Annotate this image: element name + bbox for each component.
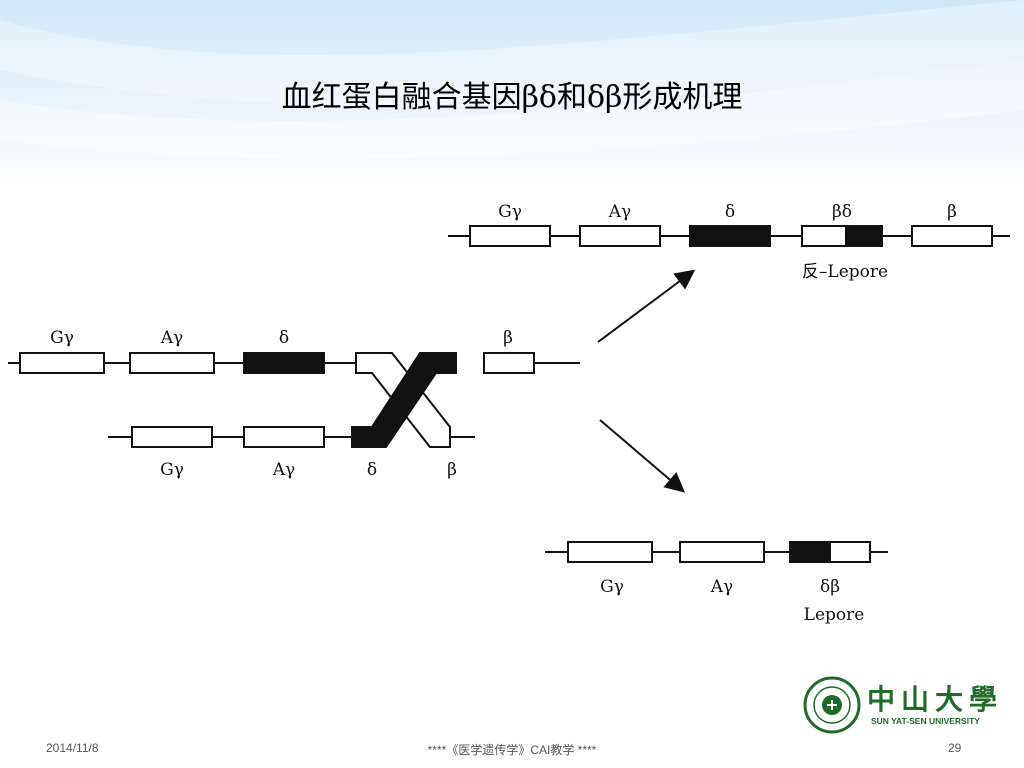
label-betadelta-anti: βδ xyxy=(832,202,852,222)
logo-english-name: SUN YAT-SEN UNIVERSITY xyxy=(871,716,980,726)
label-lepore: Lepore xyxy=(804,605,865,625)
gene-box-betadelta-anti-light xyxy=(801,225,847,247)
gene-box-ggamma-anti xyxy=(469,225,551,247)
header-swoosh xyxy=(0,0,1024,159)
logo-chinese-name: 中山大學 xyxy=(867,683,1004,716)
gene-box-ggamma-lower xyxy=(131,426,213,448)
label-beta-anti: β xyxy=(947,202,957,222)
label-ggamma-lower: Gγ xyxy=(160,460,184,480)
slide-title: 血红蛋白融合基因βδ和δβ形成机理 xyxy=(281,80,743,115)
gene-box-agamma-lower xyxy=(243,426,325,448)
label-deltabeta-lepore: δβ xyxy=(820,577,840,597)
label-delta-lower: δ xyxy=(367,460,377,480)
label-delta-upper: δ xyxy=(279,328,289,348)
gene-box-beta-upper xyxy=(483,352,535,374)
gene-box-deltabeta-lepore-dark xyxy=(789,541,831,563)
label-ggamma-upper: Gγ xyxy=(50,328,74,348)
crossover-dark-strand xyxy=(351,352,457,448)
label-beta-lower: β xyxy=(447,460,457,480)
gene-box-betadelta-anti-dark xyxy=(845,225,883,247)
label-agamma-lower: Aγ xyxy=(272,460,295,480)
label-delta-anti: δ xyxy=(725,202,735,222)
footer-date: 2014/11/8 xyxy=(46,741,99,755)
label-ggamma-anti: Gγ xyxy=(498,202,522,222)
gene-box-beta-anti xyxy=(911,225,993,247)
footer-page-number: 29 xyxy=(948,741,962,755)
label-agamma-lepore: Aγ xyxy=(710,577,733,597)
label-agamma-upper: Aγ xyxy=(160,328,183,348)
gene-box-deltabeta-lepore-light xyxy=(829,541,871,563)
arrow-to-lepore xyxy=(599,419,686,493)
footer-course: ****《医学遗传学》CAI教学 **** xyxy=(427,743,597,757)
gene-box-ggamma-upper xyxy=(19,352,105,374)
gene-box-agamma-anti xyxy=(579,225,661,247)
label-agamma-anti: Aγ xyxy=(608,202,631,222)
university-seal-icon xyxy=(803,676,861,734)
gene-box-ggamma-lepore xyxy=(567,541,653,563)
label-ggamma-lepore: Gγ xyxy=(600,577,624,597)
gene-box-agamma-upper xyxy=(129,352,215,374)
gene-box-delta-upper xyxy=(243,352,325,374)
label-beta-upper: β xyxy=(503,328,513,348)
label-anti-lepore: 反–Lepore xyxy=(802,262,888,282)
gene-box-delta-anti xyxy=(689,225,771,247)
university-logo: 中山大學 SUN YAT-SEN UNIVERSITY xyxy=(803,676,1003,734)
arrow-to-anti-lepore xyxy=(597,269,696,343)
header-background xyxy=(0,0,1024,190)
fusion-gene-diagram: Gγ Aγ δ β Gγ Aγ δ β Gγ Aγ δ βδ β 反–Lepor… xyxy=(8,202,1010,625)
gene-box-agamma-lepore xyxy=(679,541,765,563)
